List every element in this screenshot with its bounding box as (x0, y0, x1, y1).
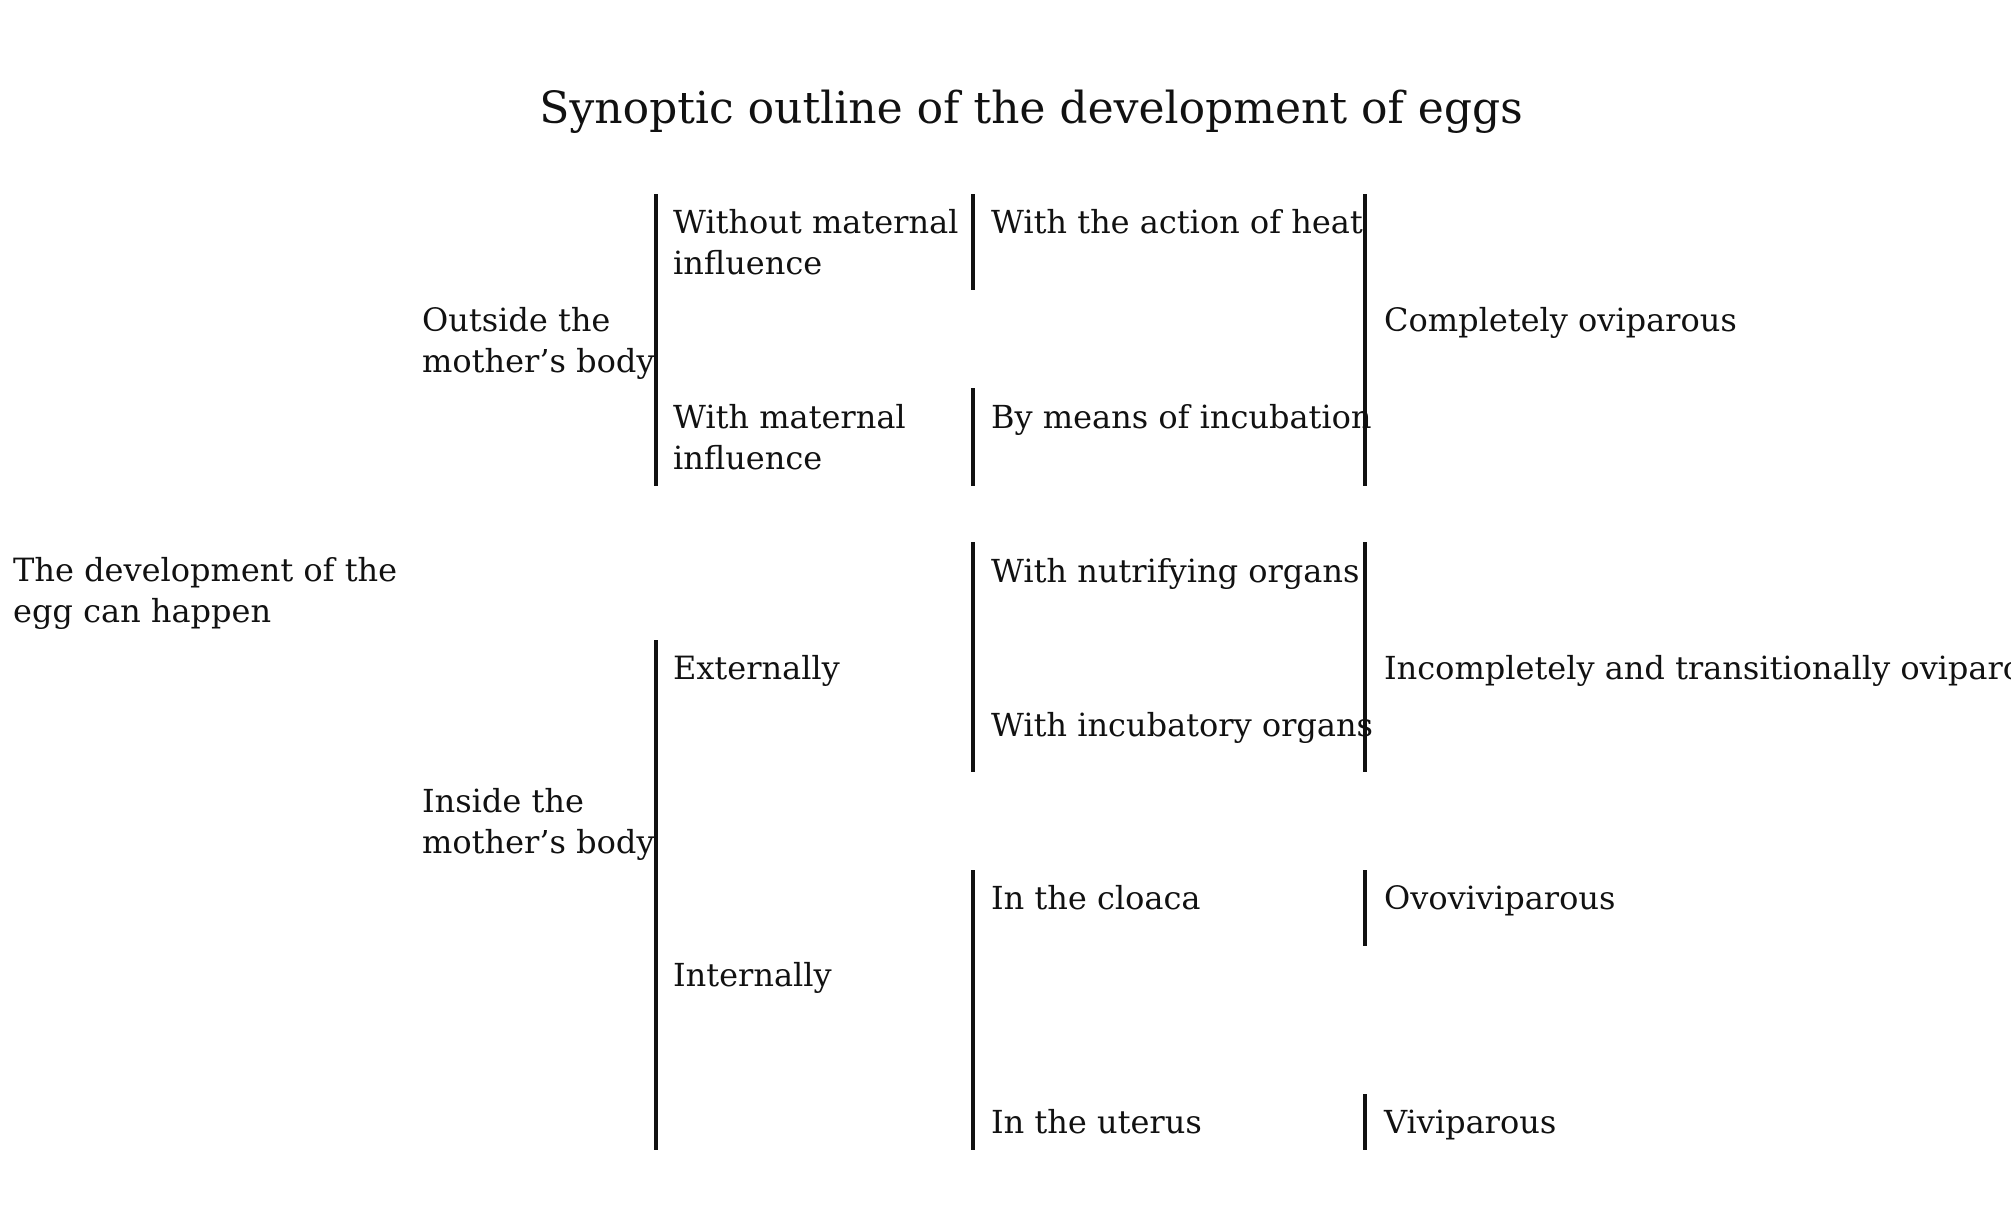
without-maternal-line1: Without maternal (673, 203, 959, 241)
outside-body-label: Outside the mother’s body (422, 300, 654, 382)
root-label-line1: The development of the (13, 551, 398, 589)
root-label: The development of the egg can happen (13, 550, 397, 632)
internally-label: Internally (673, 956, 832, 994)
externally-label: Externally (673, 649, 840, 687)
inside-bracket (654, 640, 658, 1150)
viviparous-label: Viviparous (1384, 1103, 1557, 1141)
viviparous-bracket (1363, 1094, 1367, 1150)
completely-oviparous-label: Completely oviparous (1384, 301, 1737, 339)
outside-body-line2: mother’s body (422, 342, 655, 380)
nutrifying-organs-label: With nutrifying organs (991, 552, 1360, 590)
inside-body-line1: Inside the (422, 782, 584, 820)
uterus-label: In the uterus (991, 1103, 1202, 1141)
inside-body-label: Inside the mother’s body (422, 781, 654, 863)
without-maternal-label: Without maternal influence (673, 202, 958, 284)
diagram-title: Synoptic outline of the development of e… (539, 83, 1523, 134)
with-maternal-label: With maternal influence (673, 397, 906, 479)
heat-bracket (971, 194, 975, 290)
inside-body-line2: mother’s body (422, 823, 655, 861)
outside-body-line1: Outside the (422, 301, 611, 339)
ovoviviparous-label: Ovoviviparous (1384, 879, 1616, 917)
incubation-label: By means of incubation (991, 398, 1372, 436)
root-label-line2: egg can happen (13, 592, 272, 630)
without-maternal-line2: influence (673, 244, 823, 282)
internally-bracket (971, 870, 975, 1150)
with-maternal-line1: With maternal (673, 398, 906, 436)
completely-oviparous-bracket (1363, 194, 1367, 486)
cloaca-label: In the cloaca (991, 879, 1201, 917)
incubation-bracket (971, 388, 975, 486)
action-of-heat-label: With the action of heat (991, 203, 1363, 241)
incubatory-organs-label: With incubatory organs (991, 706, 1373, 744)
outside-bracket (654, 194, 658, 486)
with-maternal-line2: influence (673, 439, 823, 477)
ovoviviparous-bracket (1363, 870, 1367, 946)
incompletely-oviparous-label: Incompletely and transitionally oviparou… (1384, 649, 2011, 687)
externally-bracket (971, 542, 975, 772)
incompletely-oviparous-bracket (1363, 542, 1367, 772)
